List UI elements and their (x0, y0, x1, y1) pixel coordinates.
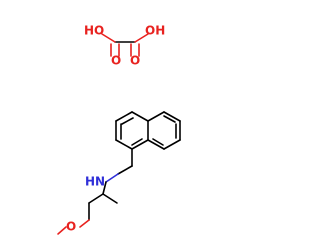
amine-side-chain: HN O (57, 148, 133, 235)
chemical-structure: HO OH O O (57, 24, 181, 235)
ring-bond (115, 139, 133, 150)
o-to-methyl-bond (57, 226, 67, 235)
left-c-oh-bond (101, 33, 116, 43)
right-carbonyl-label: O (130, 54, 140, 68)
ch-to-methyl-bond (102, 193, 118, 204)
ring-bond (115, 111, 133, 122)
ring-bond (131, 111, 149, 122)
ring-bond (147, 139, 165, 150)
n-to-ch-bond (102, 181, 107, 195)
ring-bond (163, 139, 181, 150)
oxalic-acid: HO OH O O (84, 24, 165, 68)
double-bond-inner (163, 115, 176, 123)
naphthalene (115, 111, 181, 150)
left-carbonyl-label: O (111, 54, 121, 68)
structure-canvas: HO OH O O (57, 23, 181, 235)
double-bond-inner (131, 138, 143, 146)
ring-bond (131, 139, 149, 150)
ch2-to-o-bond (79, 219, 90, 228)
right-c-oh-bond (134, 33, 149, 43)
ch2-to-n-bond (117, 165, 133, 175)
left-hydroxyl-label: HO (84, 24, 104, 38)
ring-bond (147, 111, 165, 122)
ch-to-ch2-bond (88, 193, 104, 204)
double-bond-inner (121, 117, 134, 125)
ring-bond (163, 111, 181, 122)
right-hydroxyl-label: OH (145, 24, 165, 38)
n-side-bond (105, 173, 119, 183)
amine-nitrogen-label: HN (85, 175, 105, 189)
double-bond-inner (152, 138, 164, 146)
ether-oxygen-label: O (66, 220, 76, 234)
